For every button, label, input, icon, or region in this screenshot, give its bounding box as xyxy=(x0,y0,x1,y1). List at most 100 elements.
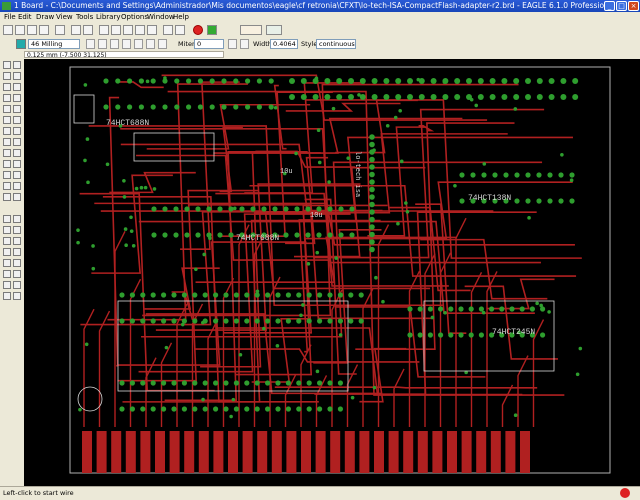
meander-icon[interactable] xyxy=(3,182,11,190)
open-icon[interactable] xyxy=(3,25,13,35)
schematic-switch-icon[interactable] xyxy=(55,25,65,35)
signal-icon[interactable] xyxy=(13,248,21,256)
drc-icon[interactable] xyxy=(3,292,11,300)
stop-status-icon[interactable] xyxy=(620,488,630,498)
layer-select[interactable]: 46 Milling xyxy=(28,39,80,49)
coordinate-bar: 0.125 mm (-7.500 31.125) xyxy=(0,50,640,59)
stop-icon[interactable] xyxy=(193,25,203,35)
menu-tools[interactable]: Tools xyxy=(76,13,94,21)
script-icon[interactable] xyxy=(71,25,81,35)
undo-icon[interactable] xyxy=(163,25,173,35)
style-label: Style xyxy=(301,40,318,48)
pcb-quote-icon[interactable] xyxy=(266,25,282,35)
silkscreen-layer: 74HCT688N 74HCT138N 74HCT688N 74HCT245N … xyxy=(73,94,555,412)
ic2-label: 74HCT138N xyxy=(468,194,511,203)
wire-bend-3-icon[interactable] xyxy=(122,39,131,49)
pad-layer xyxy=(76,76,583,419)
miter-icon[interactable] xyxy=(13,160,21,168)
status-text: Left-click to start wire xyxy=(3,489,74,497)
polygon-icon[interactable] xyxy=(13,237,21,245)
info-icon[interactable] xyxy=(3,61,11,69)
group-icon[interactable] xyxy=(3,105,11,113)
ulp-icon[interactable] xyxy=(83,25,93,35)
lock-icon[interactable] xyxy=(13,138,21,146)
copy-icon[interactable] xyxy=(13,83,21,91)
via-icon[interactable] xyxy=(3,248,11,256)
minimize-button[interactable]: _ xyxy=(604,1,615,11)
design-link-icon[interactable] xyxy=(240,25,262,35)
redraw-icon[interactable] xyxy=(135,25,145,35)
attribute-icon[interactable] xyxy=(13,259,21,267)
split-icon[interactable] xyxy=(3,171,11,179)
erc-icon[interactable] xyxy=(13,281,21,289)
zoom-fit-icon[interactable] xyxy=(99,25,109,35)
wire-bend-6-icon[interactable] xyxy=(158,39,167,49)
rect-icon[interactable] xyxy=(3,237,11,245)
text-icon[interactable] xyxy=(13,215,21,223)
save-icon[interactable] xyxy=(15,25,25,35)
print-icon[interactable] xyxy=(27,25,37,35)
display-icon[interactable] xyxy=(3,72,11,80)
pinswap-icon[interactable] xyxy=(13,127,21,135)
delete-icon[interactable] xyxy=(13,116,21,124)
zoom-out-icon[interactable] xyxy=(123,25,133,35)
wire-bend-0-icon[interactable] xyxy=(86,39,95,49)
menu-options[interactable]: Options xyxy=(121,13,149,21)
show-icon[interactable] xyxy=(13,61,21,69)
mirror-icon[interactable] xyxy=(3,94,11,102)
menu-draw[interactable]: Draw xyxy=(36,13,55,21)
close-button[interactable]: × xyxy=(628,1,639,11)
wire-bend-2-icon[interactable] xyxy=(110,39,119,49)
miter-straight-icon[interactable] xyxy=(240,39,249,49)
wire-icon[interactable] xyxy=(13,193,21,201)
zoom-in-icon[interactable] xyxy=(111,25,121,35)
zoom-area-icon[interactable] xyxy=(147,25,157,35)
menu-help[interactable]: Help xyxy=(173,13,189,21)
miter-select[interactable]: 0 xyxy=(194,39,224,49)
wire-bend-5-icon[interactable] xyxy=(146,39,155,49)
window-title: 1 Board - C:\Documents and Settings\Admi… xyxy=(14,1,616,10)
wire-bend-1-icon[interactable] xyxy=(98,39,107,49)
errors-icon[interactable] xyxy=(13,292,21,300)
cam-icon[interactable] xyxy=(39,25,49,35)
c2-label: 10u xyxy=(310,212,323,220)
wire-bend-4-icon[interactable] xyxy=(134,39,143,49)
ripup-icon[interactable] xyxy=(3,193,11,201)
ic1-label: 74HCT688N xyxy=(106,119,149,128)
move-icon[interactable] xyxy=(3,83,11,91)
replace-icon[interactable] xyxy=(3,138,11,146)
menu-view[interactable]: View xyxy=(56,13,73,21)
menu-edit[interactable]: Edit xyxy=(18,13,32,21)
style-select[interactable]: continuous xyxy=(316,39,356,49)
menu-window[interactable]: Window xyxy=(147,13,175,21)
hole-icon[interactable] xyxy=(3,259,11,267)
properties-toolbar: 46 Milling Miter: 0 Width 0.4064 Style c… xyxy=(0,38,640,51)
go-icon[interactable] xyxy=(207,25,217,35)
name-icon[interactable] xyxy=(3,149,11,157)
route-icon[interactable] xyxy=(13,182,21,190)
optimize-icon[interactable] xyxy=(13,171,21,179)
menu-library[interactable]: Library xyxy=(96,13,121,21)
ratsnest-icon[interactable] xyxy=(13,270,21,278)
paste-icon[interactable] xyxy=(3,116,11,124)
maximize-button[interactable]: □ xyxy=(616,1,627,11)
circle-icon[interactable] xyxy=(3,226,11,234)
add-icon[interactable] xyxy=(3,127,11,135)
main-toolbar xyxy=(0,23,640,39)
arc-icon[interactable] xyxy=(13,226,21,234)
smash-icon[interactable] xyxy=(3,160,11,168)
line-icon[interactable] xyxy=(3,215,11,223)
redo-icon[interactable] xyxy=(175,25,185,35)
coordinate-display: 0.125 mm (-7.500 31.125) xyxy=(24,51,224,59)
value-icon[interactable] xyxy=(13,149,21,157)
change-icon[interactable] xyxy=(13,105,21,113)
menu-file[interactable]: File xyxy=(4,13,16,21)
mark-icon[interactable] xyxy=(13,72,21,80)
board-canvas[interactable]: 74HCT688N 74HCT138N 74HCT688N 74HCT245N … xyxy=(24,59,640,486)
dimension-icon[interactable] xyxy=(3,270,11,278)
width-select[interactable]: 0.4064 xyxy=(270,39,298,49)
miter-round-icon[interactable] xyxy=(228,39,237,49)
conn-label: lo-tech isa xyxy=(353,151,361,197)
autorouter-icon[interactable] xyxy=(3,281,11,289)
rotate-icon[interactable] xyxy=(13,94,21,102)
